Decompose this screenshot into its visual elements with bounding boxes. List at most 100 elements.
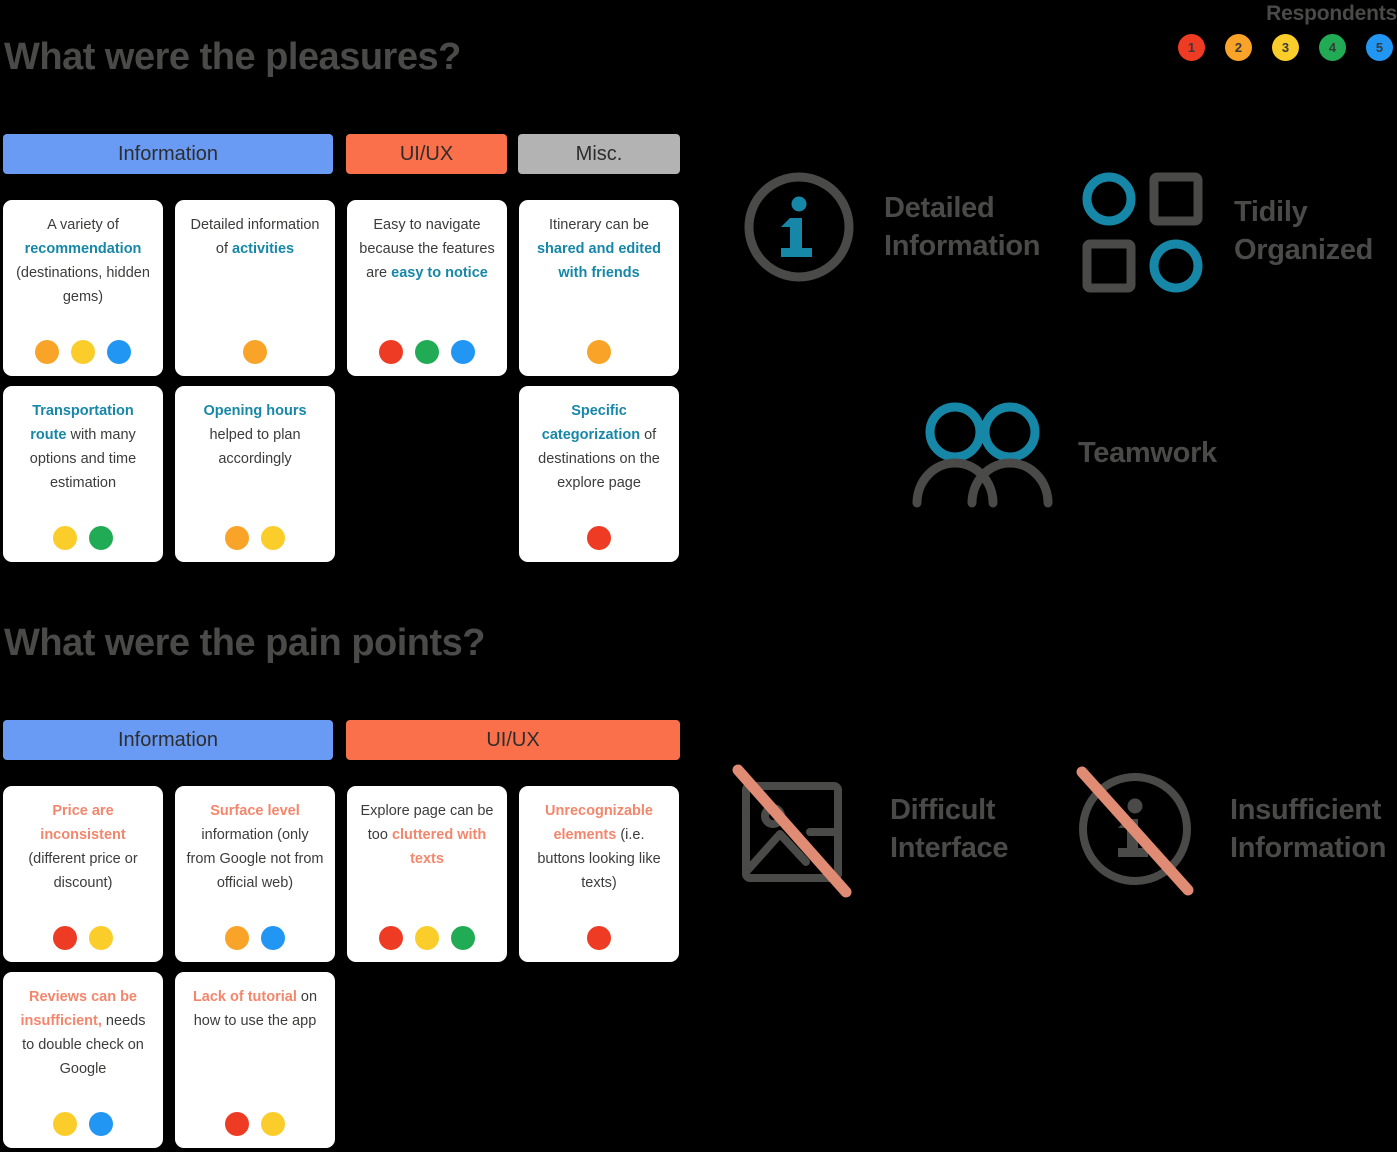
insight-card[interactable]: Itinerary can be shared and edited with … (519, 200, 679, 376)
respondent-dot (89, 1112, 113, 1136)
card-highlight-positive: easy to notice (391, 264, 488, 281)
card-respondent-dots (53, 1098, 113, 1136)
insight-card[interactable]: Specific categorization of destinations … (519, 386, 679, 562)
card-highlight-positive: Opening hours (203, 403, 307, 419)
card-respondent-dots (587, 512, 611, 550)
card-text: Easy to navigate because the features ar… (357, 214, 497, 286)
respondent-dot (53, 1112, 77, 1136)
insight-card[interactable]: Detailed information of activities (175, 200, 335, 376)
respondent-dot (261, 926, 285, 950)
respondent-dot (107, 340, 131, 364)
card-text: Reviews can be insufficient, needs to do… (13, 986, 153, 1082)
respondent-dot (225, 926, 249, 950)
card-highlight-positive: recommendation (24, 240, 142, 257)
respondent-dot-5: 5 (1366, 34, 1393, 61)
insight-card[interactable]: Lack of tutorial on how to use the app (175, 972, 335, 1148)
category-label: Misc. (575, 142, 623, 165)
insight-card[interactable]: Surface level information (only from Goo… (175, 786, 335, 962)
info-circle-icon (740, 168, 858, 286)
card-highlight-negative: Unrecognizable elements (545, 803, 653, 843)
respondent-dot (89, 926, 113, 950)
card-respondent-dots (587, 912, 611, 950)
card-respondent-dots (379, 326, 475, 364)
respondent-dot (89, 526, 113, 550)
respondent-dot (587, 926, 611, 950)
card-respondent-dots (225, 1098, 285, 1136)
insight-card[interactable]: Unrecognizable elements (i.e. buttons lo… (519, 786, 679, 962)
respondent-number: 2 (1234, 40, 1243, 55)
respondent-number: 3 (1281, 40, 1290, 55)
category-label: Information (117, 728, 219, 751)
respondent-dot (415, 340, 439, 364)
category-header-misc-pleasures[interactable]: Misc. (518, 134, 680, 174)
two-people-icon (908, 398, 1056, 508)
card-plain-text: A variety of (47, 217, 119, 233)
category-label: UI/UX (486, 728, 540, 751)
respondent-dot (379, 340, 403, 364)
card-plain-text: (destinations, hidden gems) (16, 264, 150, 305)
card-respondent-dots (225, 912, 285, 950)
card-plain-text: helped to plan accordingly (209, 426, 301, 467)
card-respondent-dots (225, 512, 285, 550)
card-plain-text: (different price or discount) (28, 850, 138, 891)
illustration-label: Teamwork (1078, 436, 1217, 469)
insight-card[interactable]: Easy to navigate because the features ar… (347, 200, 507, 376)
respondent-dot-2: 2 (1225, 34, 1252, 61)
category-header-uiux-pains[interactable]: UI/UX (346, 720, 680, 760)
respondent-dot (587, 340, 611, 364)
category-header-information-pains[interactable]: Information (3, 720, 333, 760)
category-label: Information (117, 142, 219, 165)
respondent-dot (71, 340, 95, 364)
respondent-dot (451, 340, 475, 364)
card-plain-text: (i.e. buttons looking like texts) (537, 826, 661, 891)
card-text: Itinerary can be shared and edited with … (529, 214, 669, 286)
respondent-dot (587, 526, 611, 550)
respondent-dot (53, 926, 77, 950)
card-plain-text: Itinerary can be (549, 217, 649, 233)
card-respondent-dots (53, 512, 113, 550)
card-respondent-dots (587, 326, 611, 364)
card-text: Opening hours helped to plan accordingly (185, 400, 325, 472)
insight-card[interactable]: Explore page can be too cluttered with t… (347, 786, 507, 962)
insight-card[interactable]: Transportation route with many options a… (3, 386, 163, 562)
card-respondent-dots (53, 912, 113, 950)
card-highlight-negative: Reviews can be insufficient, (20, 989, 137, 1029)
card-respondent-dots (35, 326, 131, 364)
insight-card[interactable]: Reviews can be insufficient, needs to do… (3, 972, 163, 1148)
card-highlight-positive: Transportation route (30, 403, 134, 443)
respondent-dot (261, 1112, 285, 1136)
illustration-teamwork: Teamwork (908, 398, 1217, 508)
respondent-number: 5 (1375, 40, 1384, 55)
respondent-dot (415, 926, 439, 950)
card-text: Lack of tutorial on how to use the app (185, 986, 325, 1034)
card-respondent-dots (243, 326, 267, 364)
category-header-information-pleasures[interactable]: Information (3, 134, 333, 174)
respondent-dot (261, 526, 285, 550)
card-text: Unrecognizable elements (i.e. buttons lo… (529, 800, 669, 896)
card-text: Surface level information (only from Goo… (185, 800, 325, 896)
shapes-grid-icon (1078, 168, 1204, 294)
card-text: Specific categorization of destinations … (529, 400, 669, 496)
respondent-dot (379, 926, 403, 950)
respondent-number: 1 (1187, 40, 1196, 55)
respondent-dot (53, 526, 77, 550)
card-highlight-negative: Price are inconsistent (40, 803, 126, 843)
insight-card[interactable]: Price are inconsistent (different price … (3, 786, 163, 962)
respondent-dot-1: 1 (1178, 34, 1205, 61)
card-text: Explore page can be too cluttered with t… (357, 800, 497, 872)
category-header-uiux-pleasures[interactable]: UI/UX (346, 134, 507, 174)
insight-card[interactable]: A variety of recommendation (destination… (3, 200, 163, 376)
card-text: Price are inconsistent (different price … (13, 800, 153, 896)
card-plain-text: with many options and time estimation (29, 426, 137, 491)
respondent-dot (225, 526, 249, 550)
insight-card[interactable]: Opening hours helped to plan accordingly (175, 386, 335, 562)
card-text: A variety of recommendation (destination… (13, 214, 153, 310)
